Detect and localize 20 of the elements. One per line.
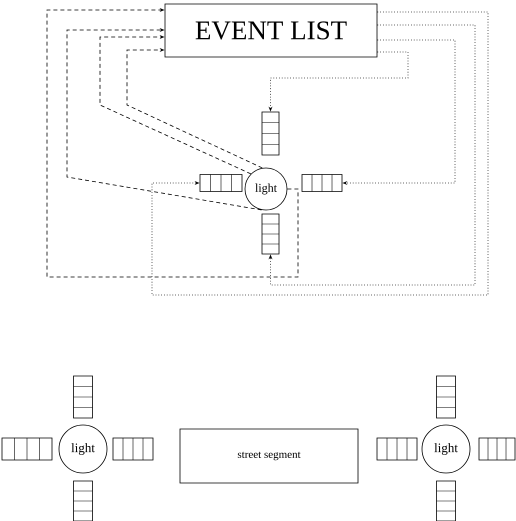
arrow <box>100 34 252 174</box>
queue-box <box>112 438 154 460</box>
queue-box <box>262 112 280 156</box>
queue-box <box>73 376 93 418</box>
arrow <box>152 12 488 296</box>
queue-box <box>376 438 418 460</box>
queue-box <box>436 480 456 521</box>
arrow <box>126 48 263 168</box>
queue-box <box>302 174 342 192</box>
queue-box <box>2 438 52 460</box>
queue-box <box>436 376 456 418</box>
arrow <box>46 8 298 278</box>
queue-box <box>262 214 280 254</box>
event-list-box: EVENT LIST <box>164 4 378 58</box>
queue-box <box>200 174 242 192</box>
arrow <box>268 24 476 286</box>
queue-box <box>478 438 516 460</box>
arrow <box>66 28 262 210</box>
queue-box <box>73 480 93 521</box>
process-box: street segment <box>180 428 358 484</box>
